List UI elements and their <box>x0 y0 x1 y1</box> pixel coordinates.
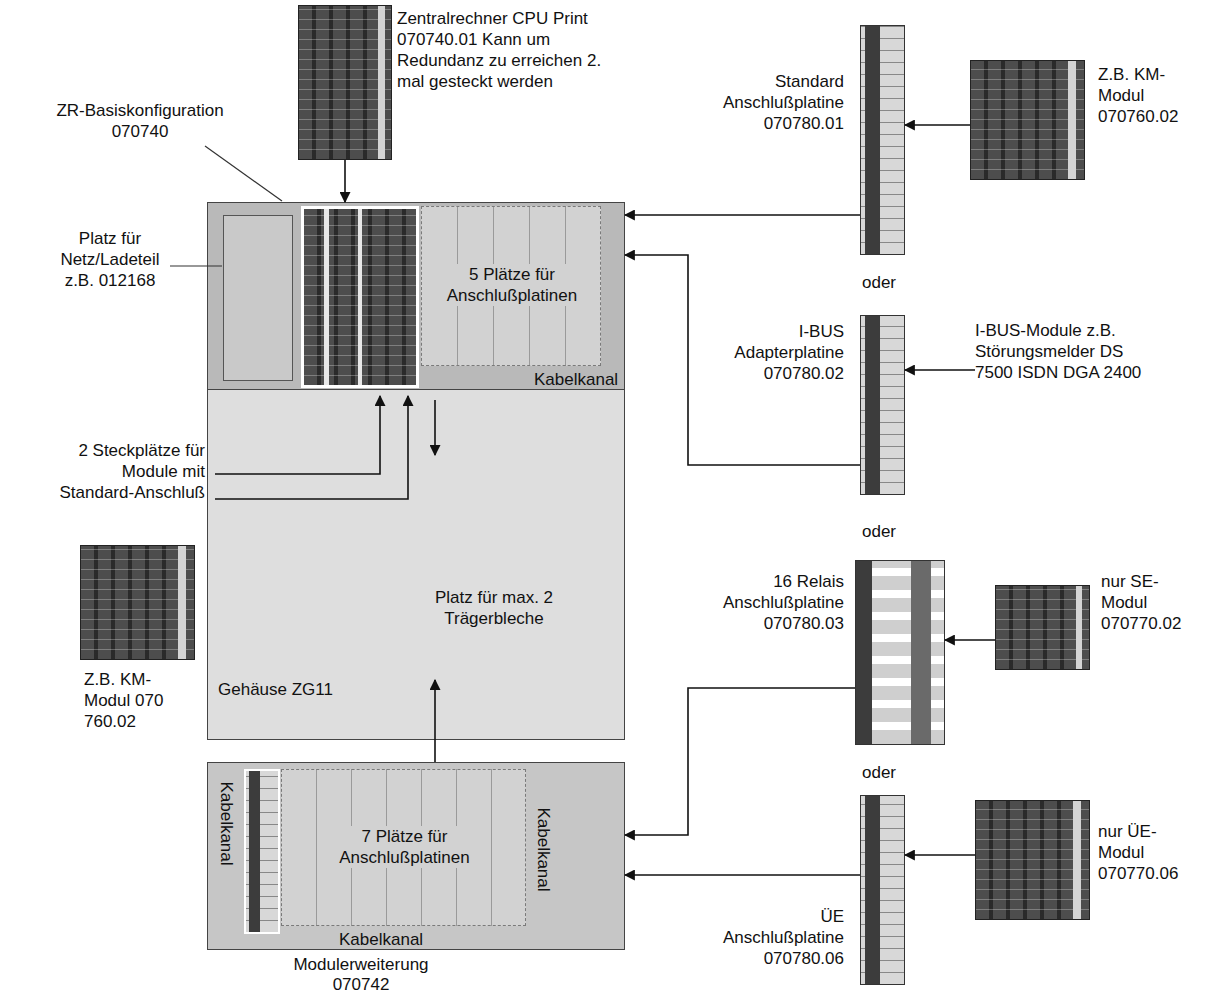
node-text: Platz für max. 2 Trägerbleche <box>414 587 574 629</box>
slot-arrow <box>215 396 380 474</box>
relay-board: 16 Relais Anschlußplatine 070780.03 <box>855 560 945 745</box>
text-slot: nur SE-Modul 070770.02 <box>1101 571 1191 634</box>
node-text: Z.B. KM-Modul 070 760.02 <box>84 669 179 732</box>
node-text: Zentralrechner CPU Print 070740.01 Kann … <box>397 8 612 92</box>
node-text: Kabelkanal <box>216 774 237 874</box>
text-slot: I-BUS-Module z.B. Störungsmelder DS 7500… <box>975 320 1150 383</box>
node-text: 5 Plätze für Anschlußplatinen <box>434 264 590 306</box>
text-slot: Platz für Netz/Ladeteil z.B. 012168 <box>50 228 170 291</box>
connector-arrow <box>905 369 975 371</box>
text-slot: ÜE Anschlußplatine 070780.06 <box>704 906 844 969</box>
module-board: nur ÜE-Modul 070770.06 <box>975 800 1090 920</box>
leader-line <box>205 146 282 201</box>
text-slot: 16 Relais Anschlußplatine 070780.03 <box>704 571 844 634</box>
slot-area: 5 Plätze für Anschlußplatinen <box>421 206 601 366</box>
connector-arrow <box>905 124 970 126</box>
alternative-note: oder <box>862 272 922 293</box>
connector-arrow <box>905 854 975 856</box>
text-slot: Zentralrechner CPU Print 070740.01 Kann … <box>397 8 612 92</box>
text-slot: Z.B. KM-Modul 070760.02 <box>1098 64 1193 127</box>
adapter-board <box>244 769 280 934</box>
module-board: Z.B. KM-Modul 070 760.02 <box>80 545 195 660</box>
part-label: Platz für Netz/Ladeteil z.B. 012168 <box>50 228 170 291</box>
text-slot: Gehäuse ZG11 <box>218 679 378 700</box>
part-label: ZR-Basiskonfiguration 070740 <box>40 100 240 142</box>
node-text: I-BUS Adapterplatine 070780.02 <box>704 321 844 384</box>
text-slot: oder <box>862 762 922 783</box>
node-text: 7 Plätze für Anschlußplatinen <box>327 826 483 868</box>
alternative-note: oder <box>862 762 922 783</box>
power-slot <box>223 215 293 381</box>
connector-arrow <box>625 874 860 876</box>
base-panel: Kabelkanal 5 Plätze für Anschlußplatinen <box>207 202 625 390</box>
module-list: I-BUS-Module z.B. Störungsmelder DS 7500… <box>975 320 1150 383</box>
text-slot: 7 Plätze für Anschlußplatinen <box>282 826 527 868</box>
node-text: Gehäuse ZG11 <box>218 679 378 700</box>
node-text: Standard Anschlußplatine 070780.01 <box>704 71 844 134</box>
connector-arrow <box>625 688 855 835</box>
node-text: 16 Relais Anschlußplatine 070780.03 <box>704 571 844 634</box>
text-slot: I-BUS Adapterplatine 070780.02 <box>704 321 844 384</box>
node-text: Z.B. KM-Modul 070760.02 <box>1098 64 1193 127</box>
slot-area: 7 Plätze für Anschlußplatinen <box>281 769 526 926</box>
connector-board: ÜE Anschlußplatine 070780.06 <box>860 795 905 985</box>
text-slot: Standard Anschlußplatine 070780.01 <box>704 71 844 134</box>
node-text: I-BUS-Module z.B. Störungsmelder DS 7500… <box>975 320 1150 383</box>
text-slot: Kabelkanal <box>176 813 276 834</box>
connector-arrow <box>625 214 860 216</box>
backplane-board <box>301 206 419 388</box>
node-text: nur SE-Modul 070770.02 <box>1101 571 1191 634</box>
node-text: Modulerweiterung 070742 <box>271 955 451 995</box>
connector-arrow <box>945 639 995 641</box>
connector-board: Standard Anschlußplatine 070780.01 <box>860 25 905 255</box>
text-slot: Kabelkanal <box>534 369 624 390</box>
cpu-board: Zentralrechner CPU Print 070740.01 Kann … <box>298 5 392 160</box>
text-slot: 5 Plätze für Anschlußplatinen <box>422 264 602 306</box>
connector-arrow <box>625 255 860 465</box>
text-slot: 2 Steckplätze für Module mit Standard-An… <box>50 440 205 503</box>
slot-arrow <box>215 396 408 499</box>
text-slot: Z.B. KM-Modul 070 760.02 <box>84 669 179 732</box>
extension-box: KabelkanalKabelkanalKabelkanalModulerwei… <box>207 762 625 950</box>
adapter-board: I-BUS Adapterplatine 070780.02 <box>860 315 905 495</box>
module-board: Z.B. KM-Modul 070760.02 <box>970 60 1085 180</box>
text-slot: Modulerweiterung 070742 <box>271 955 451 995</box>
text-slot: Kabelkanal <box>339 929 429 950</box>
text-slot: Platz für max. 2 Trägerbleche <box>414 587 574 629</box>
text-slot: oder <box>862 272 922 293</box>
node-text: ÜE Anschlußplatine 070780.06 <box>704 906 844 969</box>
connector-arrow <box>344 160 346 202</box>
alternative-note: oder <box>862 521 922 542</box>
module-board: nur SE-Modul 070770.02 <box>995 585 1090 670</box>
node-text: Kabelkanal <box>534 369 624 390</box>
node-text: Kabelkanal <box>533 800 554 900</box>
connector-arrow <box>434 680 436 762</box>
node-text: nur ÜE-Modul 070770.06 <box>1098 821 1188 884</box>
insert-arrow <box>434 400 436 455</box>
part-label: 2 Steckplätze für Module mit Standard-An… <box>50 440 205 503</box>
text-slot: ZR-Basiskonfiguration 070740 <box>40 100 240 142</box>
text-slot: nur ÜE-Modul 070770.06 <box>1098 821 1188 884</box>
node-text: Kabelkanal <box>339 929 429 950</box>
leader-line <box>170 265 222 266</box>
text-slot: oder <box>862 521 922 542</box>
